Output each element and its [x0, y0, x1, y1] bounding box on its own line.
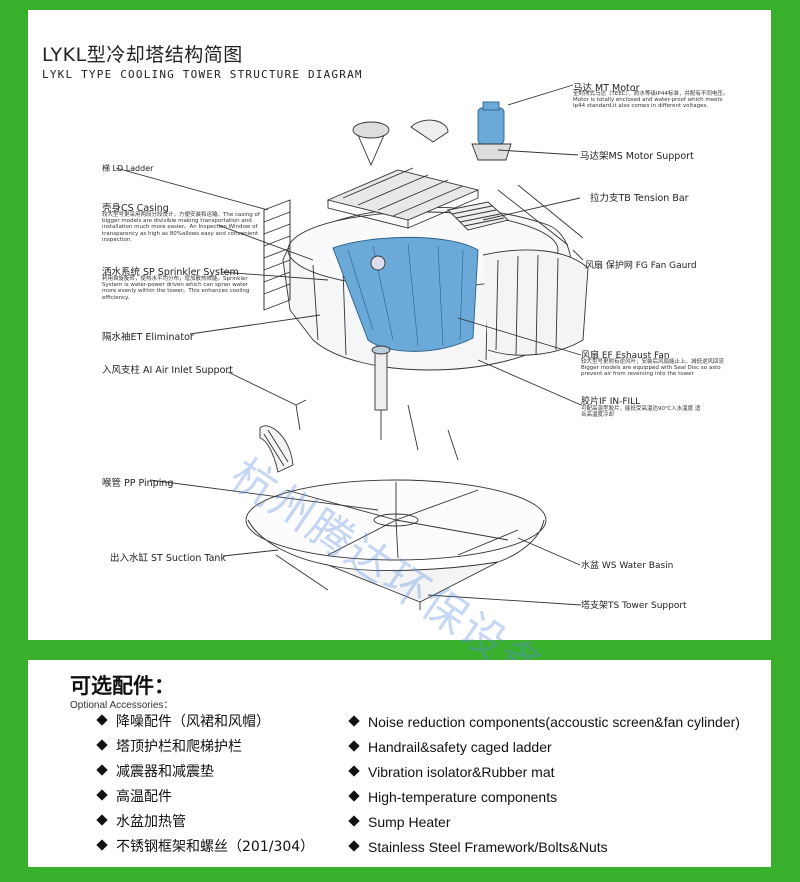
accessories-title-cn: 可选配件：: [70, 674, 175, 698]
list-item: 不锈钢框架和螺丝（201/304）: [96, 835, 314, 860]
diamond-bullet-icon: [96, 839, 108, 851]
label-tower-support: 塔支架TS Tower Support: [581, 601, 687, 611]
list-item: 减震器和减震垫: [96, 760, 314, 785]
diamond-bullet-icon: [96, 789, 108, 801]
diamond-bullet-icon: [96, 814, 108, 826]
diamond-bullet-icon: [348, 840, 360, 852]
list-item: Vibration isolator&Rubber mat: [348, 760, 740, 785]
label-eliminator: 隔水袖ET Eliminator: [102, 332, 194, 343]
label-fan-guard: 风扇 保护网 FG Fan Gaurd: [585, 261, 697, 271]
diamond-bullet-icon: [348, 715, 360, 727]
diamond-bullet-icon: [348, 740, 360, 752]
label-tension-bar: 拉力支TB Tension Bar: [590, 193, 689, 204]
diamond-bullet-icon: [96, 739, 108, 751]
note-motor: 全封闭式马达（TEEC）、防水等级IP44标准，并配有不同电压。Motor is…: [573, 91, 729, 110]
note-sprinkler: 利用自旋旋转，使热水平均分布，增加散热效能。Sprinkler System i…: [102, 276, 250, 301]
label-motor: 马达 MT Motor: [573, 83, 640, 94]
diamond-bullet-icon: [348, 815, 360, 827]
note-casing: 较大型号更采用两段分段设计，方便安装和运输。The casing of bigg…: [102, 212, 260, 243]
label-casing: 壳身CS Casing: [102, 203, 169, 214]
diamond-bullet-icon: [96, 764, 108, 776]
diagram-title-cn: LYKL型冷却塔结构简图: [42, 44, 243, 66]
label-ladder: 梯 LD Ladder: [102, 164, 154, 173]
structure-diagram-panel: LYKL型冷却塔结构简图 LYKL TYPE COOLING TOWER STR…: [28, 10, 771, 800]
label-suction-tank: 出入水缸 ST Suction Tank: [110, 553, 226, 564]
list-item: 塔顶护栏和爬梯护栏: [96, 735, 314, 760]
label-exhaust-fan: 风扇 EF Eshaust Fan: [581, 351, 670, 361]
optional-accessories-panel: 可选配件： Optional Accessories： 降噪配件（风裙和风帽） …: [28, 660, 771, 867]
accessories-title-en: Optional Accessories：: [70, 700, 174, 711]
diamond-bullet-icon: [348, 790, 360, 802]
list-item: 水盆加热管: [96, 810, 314, 835]
note-infill: 可配高温型胶片，能抵受高温达90℃入水温度 适合高温度冷却: [581, 406, 701, 419]
accessories-list-en: Noise reduction components(accoustic scr…: [348, 710, 740, 860]
diamond-bullet-icon: [96, 714, 108, 726]
cooling-tower-illustration: [115, 84, 589, 610]
list-item: Stainless Steel Framework/Bolts&Nuts: [348, 835, 740, 860]
label-motor-support: 马达架MS Motor Support: [580, 151, 694, 162]
label-piping: 喉管 PP Pinping: [102, 478, 174, 489]
diamond-bullet-icon: [348, 765, 360, 777]
list-item: Sump Heater: [348, 810, 740, 835]
label-sprinkler: 洒水系统 SP Sprinkler System: [102, 267, 239, 278]
diagram-title-en: LYKL TYPE COOLING TOWER STRUCTURE DIAGRA…: [42, 68, 363, 81]
list-item: 降噪配件（风裙和风帽）: [96, 710, 314, 735]
note-exhaust-fan: 较大型号更附有逆风叶，安装后风扇能止上。减低逆风回流 Bigger models…: [581, 359, 725, 378]
accessories-list-cn: 降噪配件（风裙和风帽） 塔顶护栏和爬梯护栏 减震器和减震垫 高温配件 水盆加热管…: [96, 710, 314, 860]
list-item: Handrail&safety caged ladder: [348, 735, 740, 760]
label-air-inlet: 入风支柱 AI Air Inlet Support: [102, 365, 234, 376]
label-infill: 胶片IF IN-FILL: [581, 397, 641, 407]
list-item: Noise reduction components(accoustic scr…: [348, 710, 740, 735]
label-water-basin: 水盆 WS Water Basin: [581, 561, 674, 571]
list-item: 高温配件: [96, 785, 314, 810]
list-item: High-temperature components: [348, 785, 740, 810]
